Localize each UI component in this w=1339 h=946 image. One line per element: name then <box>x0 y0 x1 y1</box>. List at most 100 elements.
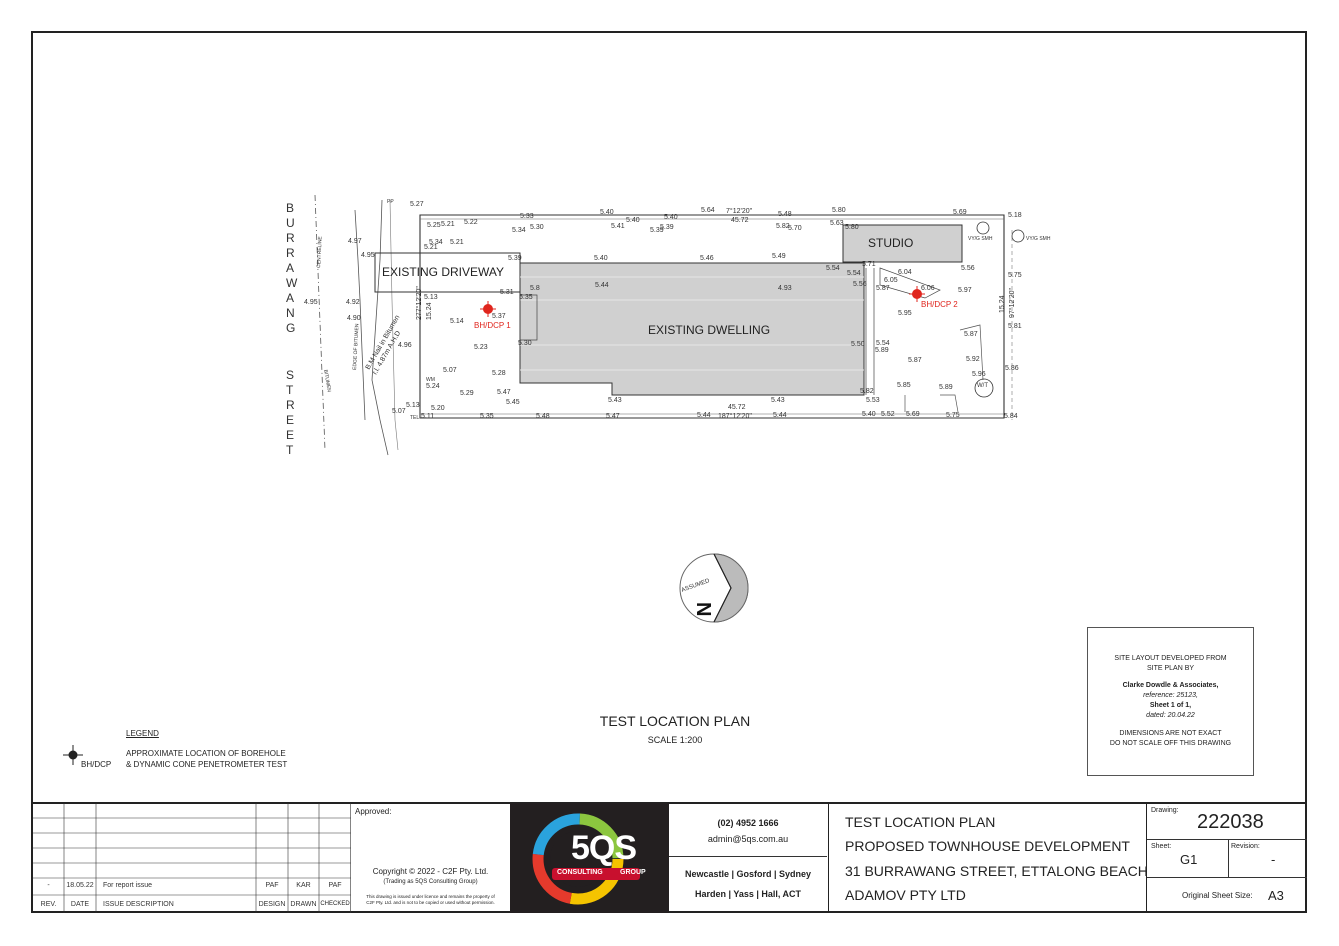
bearing-left: 277°12'20" <box>415 286 423 320</box>
studio-footprint <box>842 224 963 263</box>
wt-label: W/T <box>977 383 988 389</box>
rev-row-rev: - <box>47 882 50 889</box>
vyg-smh-1-symbol <box>976 221 990 235</box>
spot-level: 5.48 <box>536 413 550 420</box>
spot-level: 5.85 <box>897 382 911 389</box>
spot-level: 5.46 <box>700 255 714 262</box>
spot-level: 5.40 <box>862 411 876 418</box>
dim-bottom: 45.72 <box>728 404 746 411</box>
spot-level: 5.87 <box>876 285 890 292</box>
source-reference: reference: 25123, <box>1143 692 1198 699</box>
spot-level: 4.90 <box>347 315 361 322</box>
sheet-size-value: A3 <box>1268 888 1284 903</box>
title-block <box>31 802 1307 913</box>
rev-header-date: DATE <box>70 901 90 908</box>
spot-level: 5.89 <box>939 384 953 391</box>
spot-level: 4.97 <box>348 238 362 245</box>
legend-heading: LEGEND <box>126 729 159 738</box>
spot-level: 6.05 <box>884 277 898 284</box>
spot-level: 5.40 <box>664 214 678 221</box>
spot-level: 5.63 <box>830 220 844 227</box>
source-line1: SITE LAYOUT DEVELOPED FROM <box>1114 655 1227 662</box>
spot-level: 5.54 <box>876 340 890 347</box>
kerb-line <box>371 199 389 456</box>
approved-label: Approved: <box>355 807 392 816</box>
approval-section: Approved: Copyright © 2022 - C2F Pty. Lt… <box>351 803 510 913</box>
rev-row-checked: PAF <box>328 882 342 889</box>
spot-level: 5.39 <box>660 224 674 231</box>
spot-level: 5.40 <box>600 209 614 216</box>
street-name-letter: E <box>286 413 294 427</box>
spot-level: 5.87 <box>908 357 922 364</box>
spot-level: 5.47 <box>606 413 620 420</box>
north-letter: N <box>692 602 714 616</box>
source-dated: dated: 20.04.22 <box>1146 712 1195 719</box>
spot-level: 5.30 <box>518 340 532 347</box>
spot-level: 5.27 <box>410 201 424 208</box>
revision-label: Revision: <box>1231 843 1260 850</box>
spot-level: 5.75 <box>946 412 960 419</box>
spot-level: 5.30 <box>530 224 544 231</box>
logo-panel: 5QS CONSULTING GROUP <box>510 803 669 913</box>
wt-symbol <box>974 378 994 398</box>
spot-level: 5.23 <box>474 344 488 351</box>
logo-text: 5QS <box>571 829 637 867</box>
spot-level: 5.33 <box>520 213 534 220</box>
drawing-sheet-border <box>31 31 1307 913</box>
spot-level: 5.44 <box>697 412 711 419</box>
street-name-letter: S <box>286 368 294 382</box>
revision-table-grid <box>33 803 351 913</box>
source-sheet: Sheet 1 of 1, <box>1149 702 1192 709</box>
bh-dcp-1-label: BH/DCP 1 <box>474 321 511 330</box>
edge-of-bitumen-line <box>354 209 366 421</box>
spot-level: 5.64 <box>701 207 715 214</box>
street-name-letter: A <box>286 291 294 305</box>
spot-level: 5.41 <box>611 223 625 230</box>
street-name-letter: N <box>286 306 295 320</box>
street-name-letter: R <box>286 231 295 245</box>
kerb-line-2 <box>389 199 399 451</box>
spot-level: 5.84 <box>1004 413 1018 420</box>
street-name-letter: U <box>286 216 295 230</box>
spot-level: 5.24 <box>426 383 440 390</box>
legend-desc-line1: APPROXIMATE LOCATION OF BOREHOLE <box>126 749 286 758</box>
spot-level: 5.95 <box>898 310 912 317</box>
spot-level: 5.13 <box>424 294 438 301</box>
spot-level: 5.45 <box>506 399 520 406</box>
copyright-text: Copyright © 2022 - C2F Pty. Ltd. <box>372 867 489 876</box>
spot-level: 5.31 <box>500 289 514 296</box>
spot-level: 5.97 <box>958 287 972 294</box>
spot-level: 5.40 <box>594 255 608 262</box>
spot-level: 5.35 <box>519 294 533 301</box>
spot-level: 5.37 <box>492 313 506 320</box>
rev-header-checked: CHECKED <box>320 901 350 907</box>
drawing-label: Drawing: <box>1151 807 1179 814</box>
spot-level: 5.07 <box>392 408 406 415</box>
street-name-letter: E <box>286 428 294 442</box>
street-name-letter: G <box>286 321 295 335</box>
street-name-letter: T <box>286 443 294 457</box>
rev-row-design: PAF <box>265 882 279 889</box>
plan-scale: SCALE 1:200 <box>647 735 703 745</box>
spot-level: 5.81 <box>1008 323 1022 330</box>
spot-level: 5.39 <box>508 255 522 262</box>
spot-level: 5.44 <box>595 282 609 289</box>
drawing-number: 222038 <box>1197 811 1264 833</box>
source-company: Clarke Dowdle & Associates, <box>1122 682 1219 689</box>
vyg-smh-2-label: VY/G SMH <box>1026 236 1051 242</box>
spot-level: 5.39 <box>650 227 664 234</box>
offices-line1: Newcastle | Gosford | Sydney <box>684 869 812 879</box>
spot-level: 5.29 <box>460 390 474 397</box>
street-name-letter: R <box>286 246 295 260</box>
street-name-letter: R <box>286 398 295 412</box>
spot-level: 5.50 <box>851 341 865 348</box>
vyg-smh-2-symbol <box>1011 229 1025 243</box>
5qs-logo-icon <box>532 813 640 905</box>
logo-sub2: GROUP <box>620 869 646 876</box>
spot-level: 5.52 <box>881 411 895 418</box>
rev-row-desc: For report issue <box>103 882 153 889</box>
lot-boundary <box>419 214 1005 419</box>
spot-level: 5.18 <box>1008 212 1022 219</box>
legend-symbol-label: BH/DCP <box>81 760 112 769</box>
notice-line2: C2F Pty. Ltd. and is not to be copied or… <box>366 900 495 905</box>
